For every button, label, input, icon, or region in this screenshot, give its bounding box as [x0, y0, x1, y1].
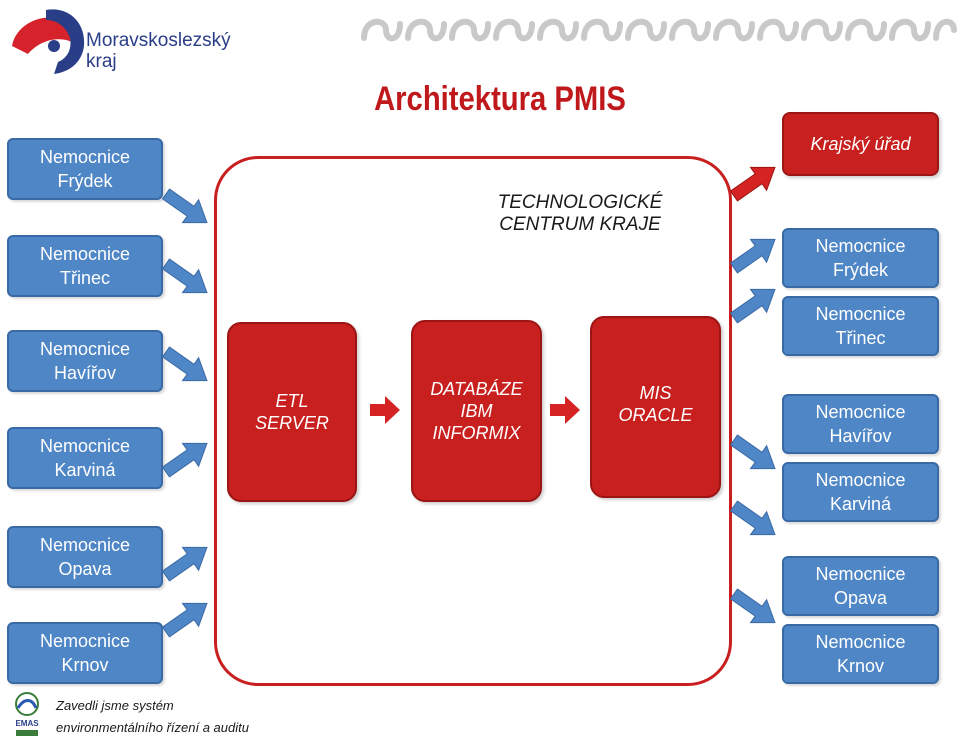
- arrow-frydek-in-icon: [160, 182, 216, 235]
- right-hospital-city: Havířov: [829, 426, 892, 446]
- etl-server-box: ETL SERVER: [227, 322, 357, 502]
- tech-label-line1: TECHNOLOGICKÉ: [497, 192, 663, 213]
- right-hospital-city: Karviná: [829, 494, 891, 514]
- arrow-krnov-in-icon: [160, 591, 216, 644]
- emas-label: EMAS: [15, 719, 39, 728]
- right-hospital-label: Nemocnice: [815, 470, 906, 490]
- technology-center-label: TECHNOLOGICKÉ CENTRUM KRAJE: [430, 192, 730, 236]
- right-arrows: [728, 155, 784, 630]
- left-hospital-label: Nemocnice: [39, 244, 131, 264]
- right-hospital-city: Frýdek: [832, 260, 888, 280]
- right-hospital-city: Opava: [833, 588, 888, 608]
- left-hospital-city: Frýdek: [57, 171, 113, 191]
- logo-name-line1: Moravskoslezský: [86, 30, 231, 51]
- arrow-krajsky-out-icon: [728, 155, 784, 208]
- mis-line2: ORACLE: [618, 405, 693, 425]
- left-hospital-label: Nemocnice: [39, 631, 131, 651]
- left-hospital-city: Třinec: [59, 268, 110, 288]
- mis-oracle-box: MIS ORACLE: [590, 316, 721, 498]
- etl-line1: ETL: [275, 391, 309, 411]
- left-hospital-label: Nemocnice: [39, 436, 131, 456]
- right-hospital-label: Nemocnice: [815, 304, 906, 324]
- db-line1: DATABÁZE: [430, 379, 523, 399]
- left-hospital-label: Nemocnice: [39, 147, 131, 167]
- db-line2: IBM: [460, 401, 493, 421]
- left-hospital-city: Havířov: [53, 363, 116, 383]
- page-title: Architektura PMIS: [374, 80, 626, 118]
- etl-line2: SERVER: [255, 413, 329, 433]
- left-hospital-city: Karviná: [54, 460, 116, 480]
- logo-blue-shape: [46, 9, 85, 74]
- db-line3: INFORMIX: [432, 423, 521, 443]
- arrow-db-to-mis-icon: [550, 396, 580, 424]
- arrow-karvina-in-icon: [160, 431, 216, 484]
- arrow-havirov-out-icon: [728, 428, 784, 481]
- technology-center-frame: [214, 156, 732, 686]
- arrow-trinec-in-icon: [160, 252, 216, 305]
- right-hospital-city: Třinec: [835, 328, 886, 348]
- left-arrows: [160, 182, 216, 644]
- arrow-opava-in-icon: [160, 535, 216, 588]
- left-hospital-city: Krnov: [61, 655, 109, 675]
- right-hospital-label: Nemocnice: [815, 402, 906, 422]
- arrow-trinec-out-icon: [728, 277, 784, 330]
- decorative-pattern: [361, 18, 957, 42]
- logo-red-shape: [12, 17, 72, 54]
- right-hospital-label: Nemocnice: [815, 564, 906, 584]
- arrow-etl-to-db-icon: [370, 396, 400, 424]
- left-hospital-label: Nemocnice: [39, 339, 131, 359]
- arrow-frydek-out-icon: [728, 227, 784, 280]
- right-hospital-city: Krnov: [836, 656, 884, 676]
- left-hospital-city: Opava: [58, 559, 112, 579]
- logo-text: Moravskoslezský kraj: [86, 30, 231, 72]
- emas-logo: EMAS: [15, 692, 39, 736]
- logo-name-line2: kraj: [86, 51, 117, 72]
- arrow-havirov-in-icon: [160, 340, 216, 393]
- left-hospital-label: Nemocnice: [39, 535, 131, 555]
- right-hospital-label: Nemocnice: [815, 632, 906, 652]
- krajsky-urad-box: Krajský úřad: [782, 112, 939, 176]
- krajsky-urad-label: Krajský úřad: [810, 134, 911, 154]
- right-hospital-label: Nemocnice: [815, 236, 906, 256]
- mis-line1: MIS: [639, 383, 672, 403]
- database-box: DATABÁZE IBM INFORMIX: [411, 320, 542, 502]
- footer-line2: environmentálního řízení a auditu: [56, 720, 249, 735]
- arrow-opava-out-icon: [728, 582, 784, 630]
- arrow-karvina-out-icon: [728, 494, 784, 547]
- tech-label-line2: CENTRUM KRAJE: [499, 214, 661, 235]
- footer-line1: Zavedli jsme systém: [56, 698, 174, 713]
- kraj-logo: [12, 9, 85, 74]
